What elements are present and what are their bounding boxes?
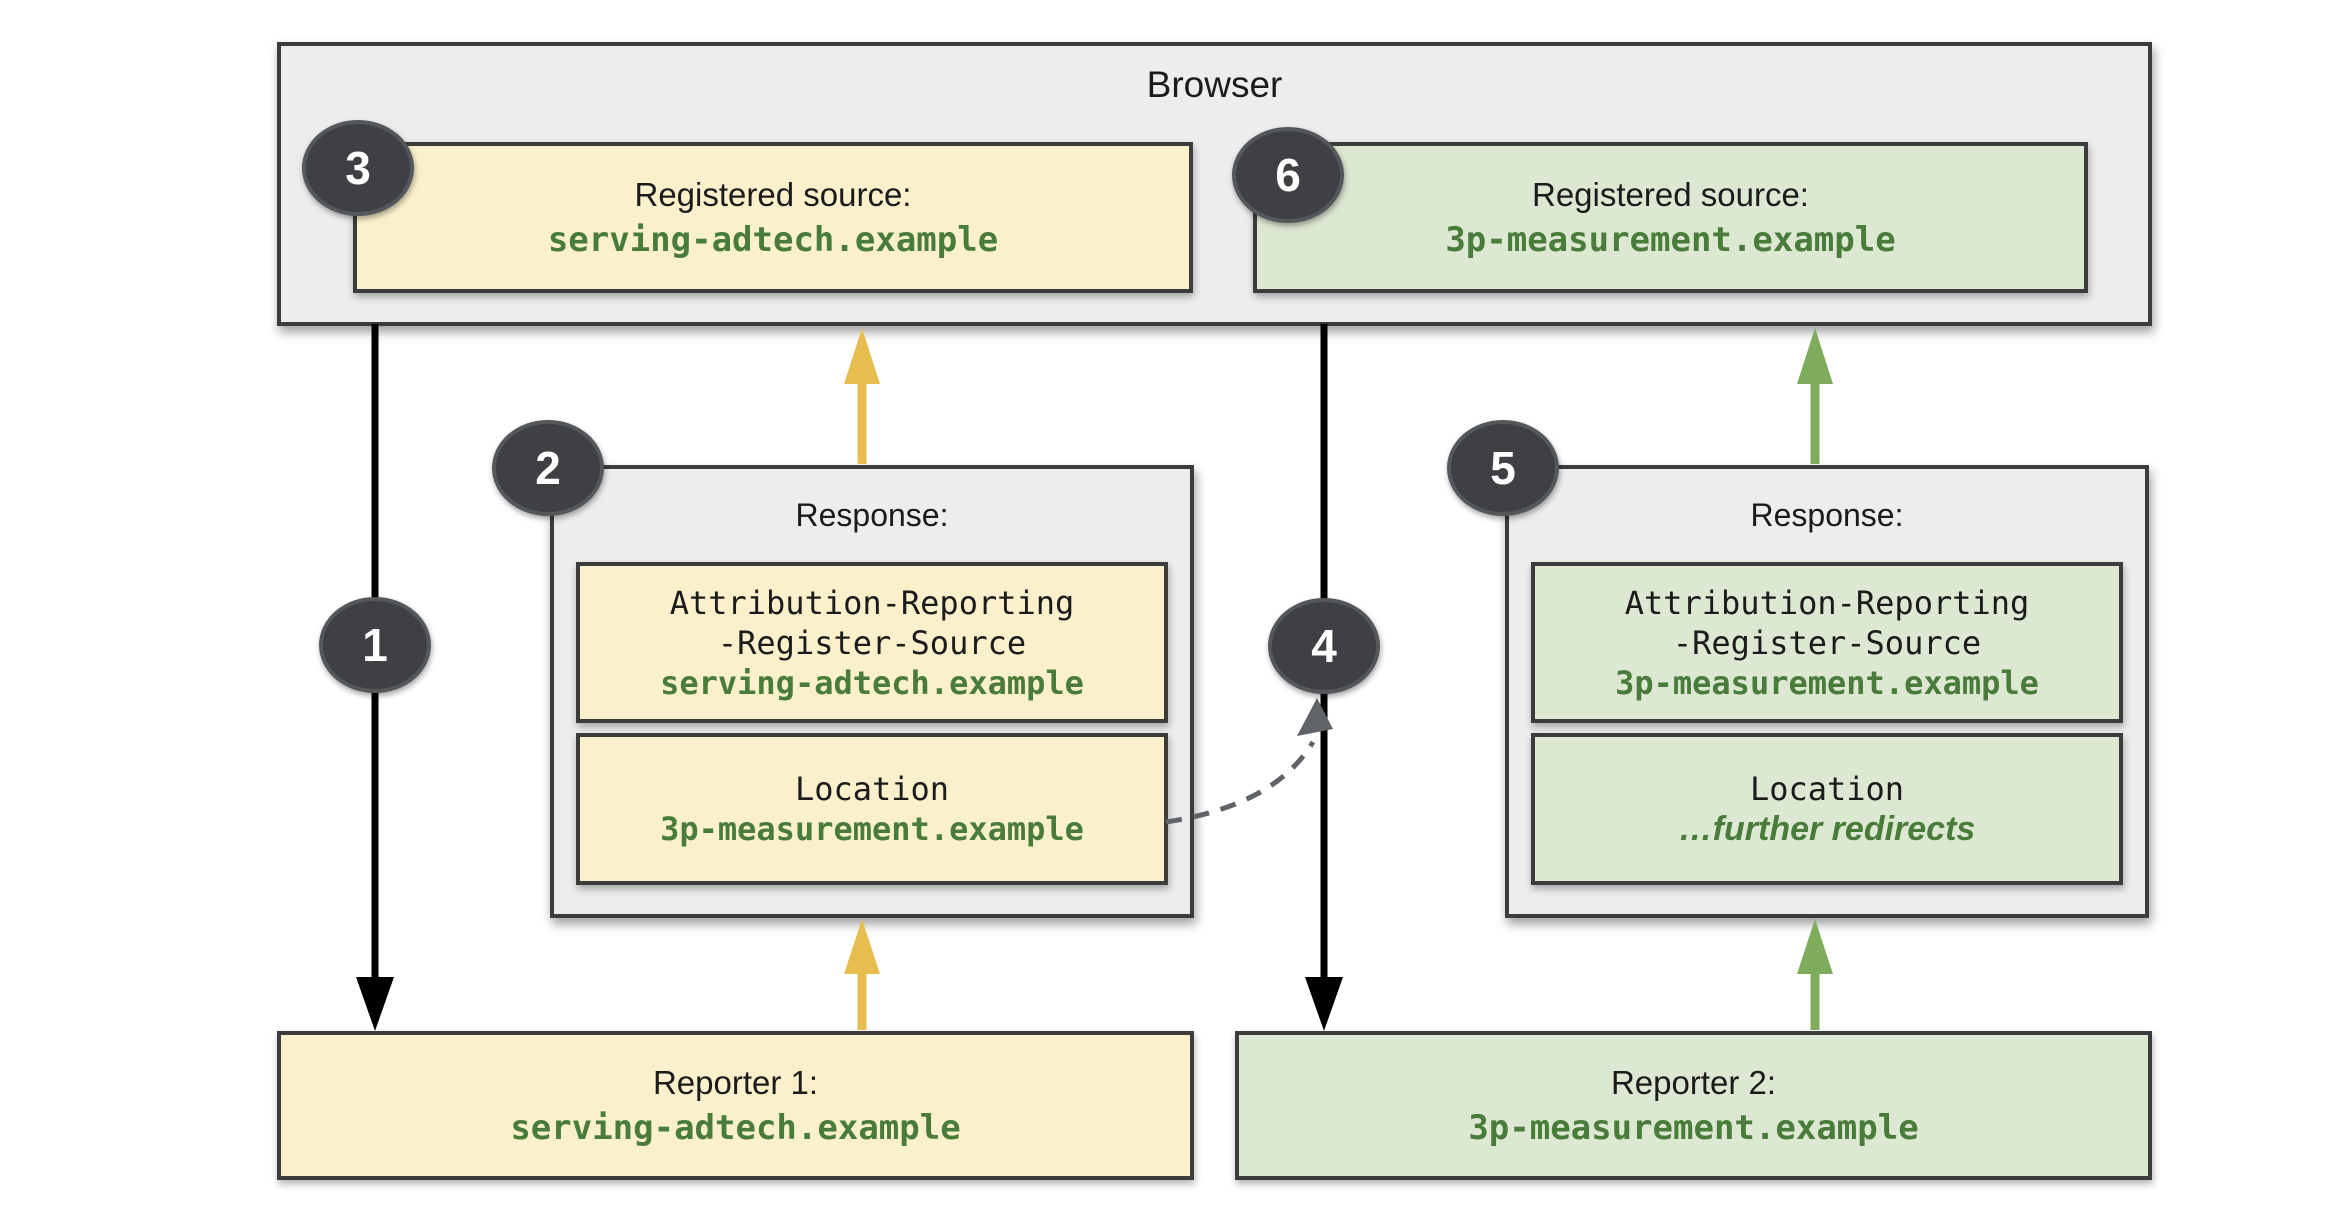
registered-source-1-label: Registered source:	[634, 175, 912, 213]
response-2-register-source-box: Attribution-Reporting -Register-Source 3…	[1531, 562, 2123, 723]
green-arrow-reporter-to-response-head	[1797, 919, 1833, 974]
registered-source-2-box: Registered source: 3p-measurement.exampl…	[1253, 142, 2088, 293]
step-badge-1: 1	[319, 597, 431, 693]
green-arrow-response-to-browser-head	[1797, 328, 1833, 384]
response-1-location-label: Location	[794, 770, 950, 808]
dashed-redirect-arrow-head	[1297, 698, 1333, 736]
response-2-location-box: Location …further redirects	[1531, 733, 2123, 885]
response-2-header-line2: -Register-Source	[1672, 623, 1982, 662]
black-arrow-browser-to-reporter1-head	[356, 977, 394, 1031]
response-1-title: Response:	[795, 497, 949, 533]
step-badge-6: 6	[1232, 127, 1344, 223]
step-badge-3: 3	[302, 120, 414, 216]
response-1-header-line1: Attribution-Reporting	[669, 583, 1075, 622]
response-1-box: Response: Attribution-Reporting -Registe…	[550, 465, 1194, 918]
response-2-header-line1: Attribution-Reporting	[1624, 583, 2030, 622]
response-1-register-source-box: Attribution-Reporting -Register-Source s…	[576, 562, 1168, 723]
response-2-header-domain: 3p-measurement.example	[1615, 663, 2039, 702]
reporter-1-domain: serving-adtech.example	[510, 1107, 961, 1148]
registered-source-2-label: Registered source:	[1532, 175, 1809, 213]
registered-source-1-box: Registered source: serving-adtech.exampl…	[353, 142, 1193, 293]
step-badge-4: 4	[1268, 598, 1380, 694]
reporter-2-domain: 3p-measurement.example	[1468, 1107, 1919, 1148]
reporter-1-box: Reporter 1: serving-adtech.example	[277, 1031, 1194, 1180]
browser-box: Browser Registered source: serving-adtec…	[277, 42, 2152, 326]
browser-title: Browser	[1146, 64, 1283, 105]
registered-source-1-domain: serving-adtech.example	[547, 219, 999, 260]
reporter-2-label: Reporter 2:	[1610, 1063, 1777, 1101]
yellow-arrow-reporter-to-response-head	[844, 919, 880, 974]
response-2-location-value: …further redirects	[1678, 810, 1976, 848]
reporter-1-label: Reporter 1:	[652, 1063, 819, 1101]
response-1-header-domain: serving-adtech.example	[660, 663, 1084, 702]
response-1-location-value: 3p-measurement.example	[660, 810, 1084, 848]
step-badge-2: 2	[492, 420, 604, 516]
response-2-title: Response:	[1750, 497, 1904, 533]
response-1-location-box: Location 3p-measurement.example	[576, 733, 1168, 885]
black-arrow-browser-to-reporter2-head	[1305, 977, 1343, 1031]
step-badge-5: 5	[1447, 420, 1559, 516]
registered-source-2-domain: 3p-measurement.example	[1445, 219, 1896, 260]
yellow-arrow-response-to-browser-head	[844, 328, 880, 384]
reporter-2-box: Reporter 2: 3p-measurement.example	[1235, 1031, 2152, 1180]
response-2-box: Response: Attribution-Reporting -Registe…	[1505, 465, 2149, 918]
response-2-location-label: Location	[1749, 770, 1905, 808]
response-1-header-line2: -Register-Source	[717, 623, 1027, 662]
